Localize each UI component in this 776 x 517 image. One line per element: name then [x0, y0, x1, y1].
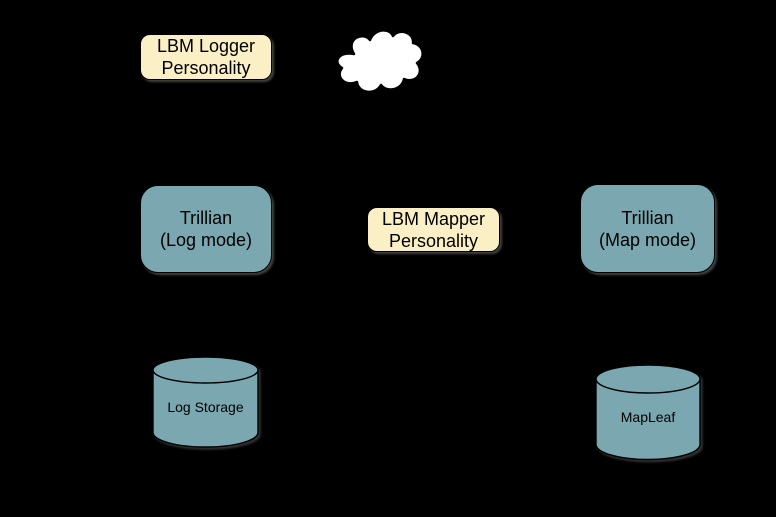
- node-label-line: LBM Mapper: [381, 208, 486, 229]
- database-cylinder-icon: [595, 364, 701, 461]
- database-cylinder-icon: [152, 356, 259, 448]
- node-trillian-map-mode: Trillian (Map mode): [580, 184, 715, 273]
- node-mapleaf: MapLeaf: [595, 364, 701, 461]
- node-label: MapLeaf: [620, 409, 676, 426]
- node-trillian-log-mode: Trillian (Log mode): [140, 185, 272, 273]
- node-label-line: Trillian: [621, 207, 674, 228]
- node-log-storage: Log Storage: [152, 356, 259, 448]
- node-label-line: Personality: [388, 230, 479, 251]
- node-lbm-mapper-personality: LBM Mapper Personality: [367, 207, 500, 252]
- node-label-line: (Log mode): [159, 230, 253, 250]
- node-label-line: Trillian: [179, 208, 233, 228]
- node-label-line: Personality: [161, 58, 251, 78]
- node-label-line: LBM Logger: [156, 36, 256, 56]
- node-label: Log Storage: [167, 398, 244, 415]
- node-lbm-logger-personality: LBM Logger Personality: [140, 34, 272, 80]
- network-cloud-shape: [332, 27, 426, 101]
- node-label-line: (Map mode): [598, 229, 697, 250]
- cloud-icon: [336, 29, 424, 94]
